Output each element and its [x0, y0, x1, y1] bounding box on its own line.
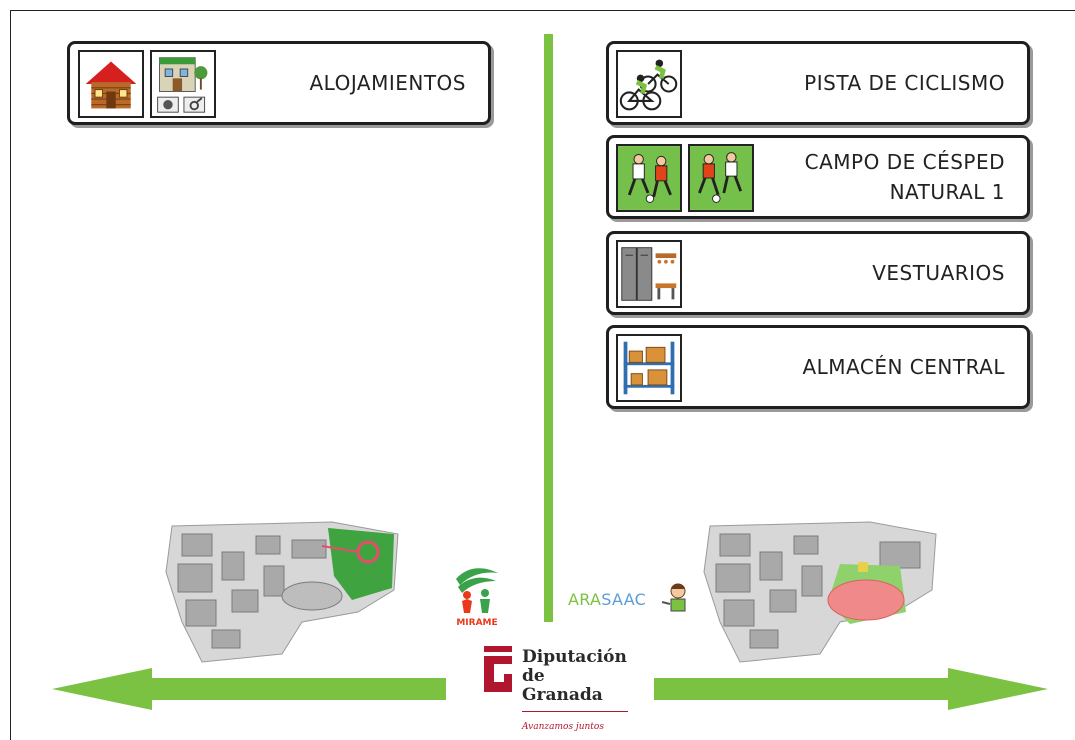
- label-line: ALOJAMIENTOS: [309, 71, 466, 95]
- soccer-players-icon: [616, 144, 682, 212]
- label-line: VESTUARIOS: [872, 261, 1005, 285]
- card-vestuarios[interactable]: VESTUARIOS: [606, 231, 1030, 315]
- card-campo-cesped[interactable]: CAMPO DE CÉSPED NATURAL 1: [606, 135, 1030, 219]
- building-tools-icon: [150, 50, 216, 118]
- card-label: CAMPO DE CÉSPED NATURAL 1: [805, 138, 1005, 216]
- diputacion-line-2: de Granada: [522, 666, 603, 705]
- arrow-right-icon[interactable]: [654, 668, 1048, 710]
- warehouse-shelves-icon: [616, 334, 682, 402]
- label-line: CAMPO DE CÉSPED: [804, 150, 1005, 174]
- house-icon: [78, 50, 144, 118]
- card-almacen-central[interactable]: ALMACÉN CENTRAL: [606, 325, 1030, 409]
- diputacion-tagline: Avanzamos juntos: [522, 722, 604, 732]
- page-frame: [10, 10, 1075, 740]
- label-line: ALMACÉN CENTRAL: [802, 355, 1005, 379]
- arasaac-suffix: SAAC: [601, 590, 647, 609]
- diputacion-line-1: Diputación: [522, 647, 627, 667]
- diputacion-granada-logo: Diputación de Granada Avanzamos juntos: [478, 644, 628, 732]
- cyclists-icon: [616, 50, 682, 118]
- soccer-running-icon: [688, 144, 754, 212]
- mirame-text: MIRAME: [456, 618, 497, 627]
- card-label: VESTUARIOS: [872, 234, 1005, 312]
- arrow-left-icon[interactable]: [52, 668, 446, 710]
- label-line: NATURAL 1: [889, 180, 1005, 204]
- card-alojamientos[interactable]: ALOJAMIENTOS: [67, 41, 491, 125]
- card-pista-ciclismo[interactable]: PISTA DE CICLISMO: [606, 41, 1030, 125]
- card-label: PISTA DE CICLISMO: [804, 44, 1005, 122]
- mirame-logo: MIRAME: [456, 568, 498, 627]
- center-divider: [544, 34, 553, 622]
- label-line: PISTA DE CICLISMO: [804, 71, 1005, 95]
- arasaac-logo: ARASAAC: [568, 590, 646, 609]
- arasaac-mascot-icon: [661, 583, 686, 612]
- card-label: ALOJAMIENTOS: [310, 44, 467, 122]
- highlight-area: [827, 579, 905, 621]
- campus-map-left: [165, 521, 399, 663]
- arasaac-prefix: ARA: [568, 590, 602, 609]
- lockers-icon: [616, 240, 682, 308]
- campus-map-right: [703, 521, 937, 663]
- diputacion-emblem-icon: [484, 646, 512, 692]
- card-label: ALMACÉN CENTRAL: [802, 328, 1005, 406]
